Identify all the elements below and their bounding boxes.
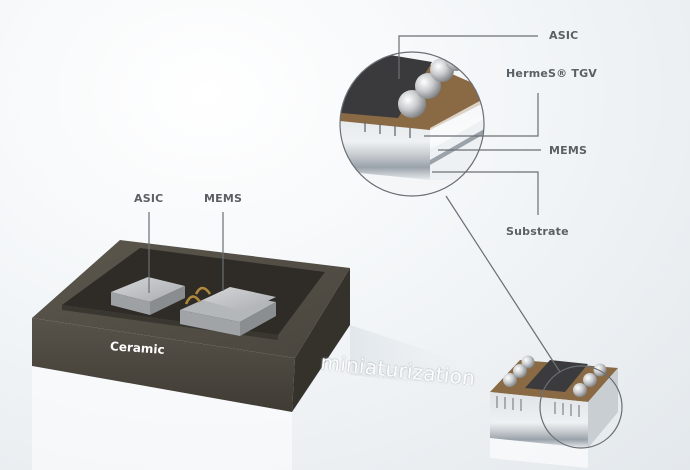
detail-mems-label: MEMS xyxy=(549,144,588,157)
detail-asic-label: ASIC xyxy=(549,29,579,42)
detail-substrate-label: Substrate xyxy=(506,225,569,238)
package-mems-chip xyxy=(180,286,276,336)
detail-source-circle xyxy=(539,365,623,449)
package-leader-lines xyxy=(148,212,224,293)
miniaturization-beam xyxy=(350,325,500,392)
package-asic-chip xyxy=(111,277,185,315)
detail-leader-lines xyxy=(398,35,541,215)
package-mems-label: MEMS xyxy=(204,192,243,205)
detail-magnifier xyxy=(339,51,485,197)
zoom-connector-line xyxy=(445,195,561,373)
detail-hermes-tgv-label: HermeS® TGV xyxy=(506,67,598,80)
ceramic-package xyxy=(32,240,350,470)
package-asic-label: ASIC xyxy=(134,192,164,205)
miniature-package xyxy=(490,355,618,468)
